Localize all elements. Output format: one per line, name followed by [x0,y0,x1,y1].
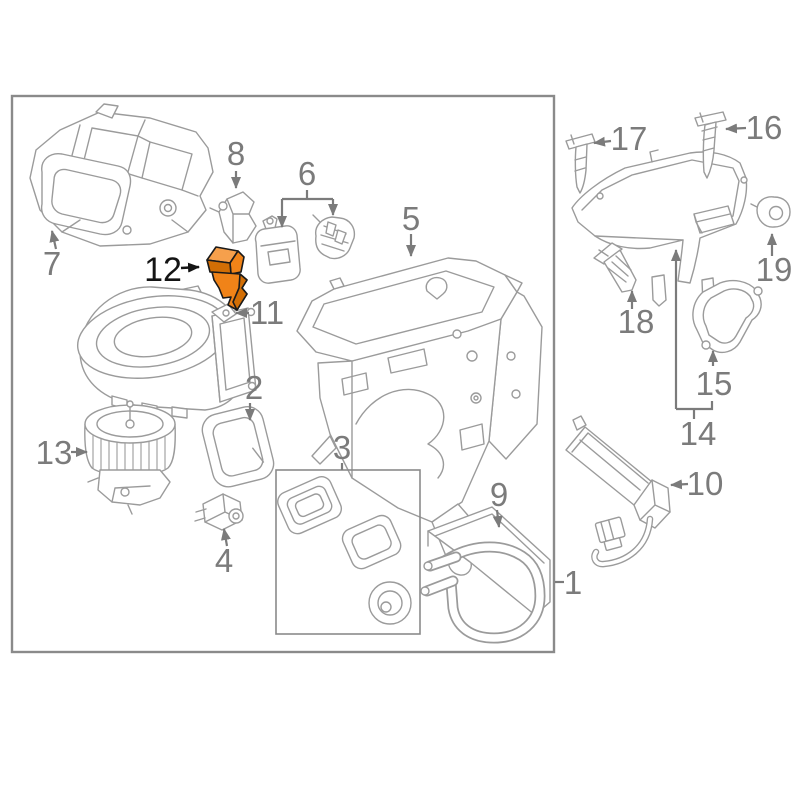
leader-4 [220,528,231,547]
callout-19: 19 [756,251,793,288]
callout-1: 1 [564,564,582,601]
callout-17: 17 [611,120,648,157]
callout-7: 7 [43,245,61,282]
callout-2: 2 [245,369,263,406]
part-2-art-seal [201,406,275,488]
callout-13: 13 [36,434,73,471]
part-14-art-cover-panel [571,149,748,313]
leader-17 [593,136,612,147]
part-9-art-evaporator [420,506,551,644]
leader-9 [492,509,503,528]
callout-4: 4 [215,542,233,579]
part-11-art-blower-housing [76,285,257,419]
part-3-group-box [275,469,421,635]
part-19-art-grommet-nut [750,196,791,228]
callout-11: 11 [250,294,284,331]
callout-3: 3 [333,429,351,466]
callout-8: 8 [227,135,245,172]
callout-15: 15 [696,365,733,402]
part-18-art-push-pin [593,242,637,293]
leader-12 [180,262,200,273]
part-15-art-gasket [692,279,763,354]
callout-leader-lines [49,123,777,584]
callout-16: 16 [746,109,783,146]
callout-10: 10 [687,465,724,502]
callout-9: 9 [490,476,508,513]
part-6-art-servos [254,214,356,284]
leader-10 [670,479,689,490]
callout-6: 6 [298,155,316,192]
part-3-art-grommet-kit [275,469,421,635]
part-17-art-push-pin [565,133,596,194]
leader-6-bracket [282,190,333,201]
part-10-art-heater-core [565,415,671,568]
callout-numbers: 1 2 3 4 5 6 7 8 9 10 11 12 13 14 15 16 1… [36,109,793,601]
leader-7 [49,230,60,250]
part-8-art-actuator [209,191,257,244]
leader-16 [725,123,747,134]
callout-14: 14 [680,415,717,452]
part-16-art-push-pin [694,111,727,179]
part-12-art-highlighted-actuator [206,246,248,311]
leader-14-bracket [676,401,714,419]
callout-12-highlighted: 12 [144,251,182,289]
part-13-art-blower-motor [84,400,176,515]
callout-5: 5 [402,200,420,237]
part-5-art-hvac-case [296,257,543,576]
part-7-art-inlet-housing [29,103,214,247]
part-4-art-expansion-valve [194,493,244,531]
callout-18: 18 [618,303,655,340]
